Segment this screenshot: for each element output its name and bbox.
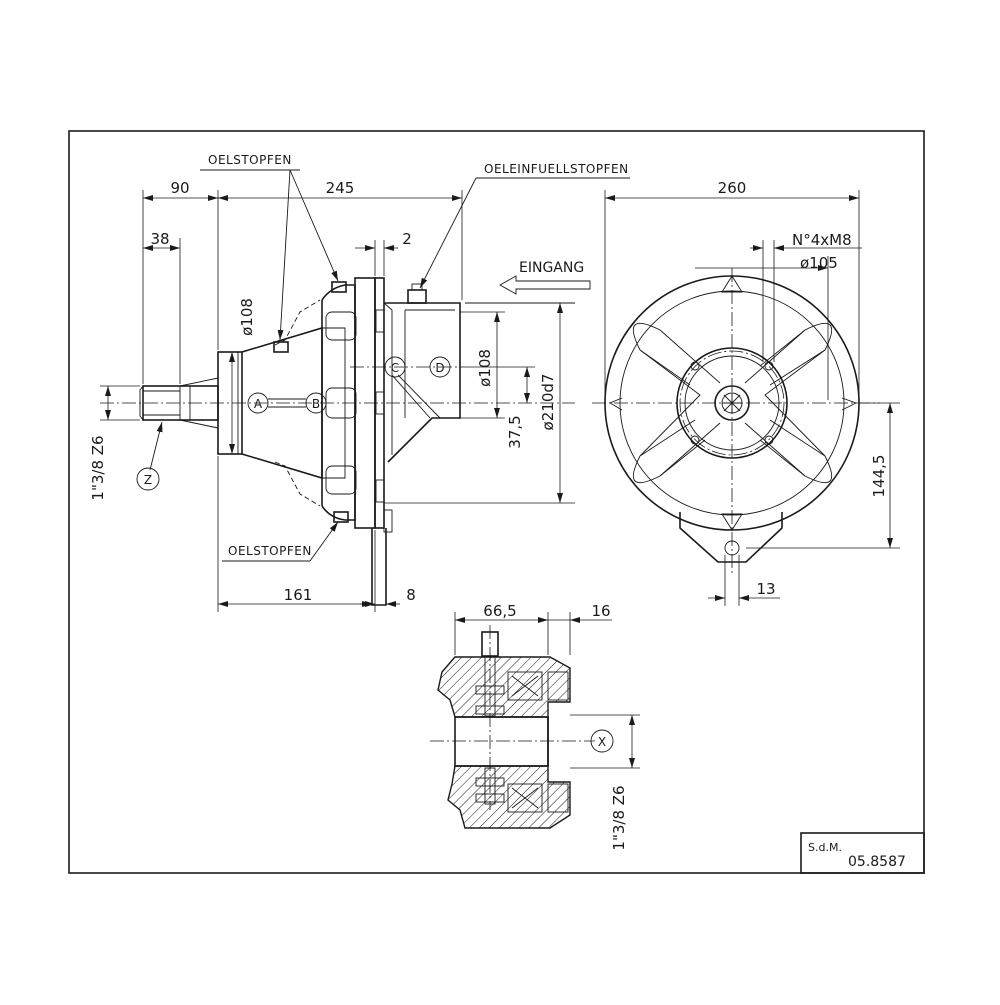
dim-phi105: ø105 (800, 254, 838, 272)
bubble-z (136, 467, 160, 491)
dim-245: 245 (326, 179, 355, 197)
dim-2: 2 (402, 230, 412, 248)
dim-90: 90 (170, 179, 189, 197)
bubble-a-label: A (254, 397, 263, 411)
bubble-x-label: X (598, 735, 606, 749)
inner-plug (273, 341, 289, 353)
oelstopfen-top-label: OELSTOPFEN (208, 153, 292, 167)
oelstopfen-bottom-label: OELSTOPFEN (228, 544, 312, 558)
dim-shaft-right: 1"3/8 Z6 (610, 785, 628, 850)
dim-phi108-left: ø108 (238, 298, 256, 336)
dim-phi210d7: ø210d7 (539, 374, 557, 431)
title-block: S.d.M. 05.8587 (800, 832, 925, 874)
dim-260: 260 (718, 179, 747, 197)
front-view: 260 N°4xM8 ø105 144,5 13 (592, 179, 900, 606)
bubble-b-label: B (312, 397, 320, 411)
dim-38: 38 (150, 230, 169, 248)
dim-8: 8 (406, 586, 416, 604)
shaft-bore (714, 385, 750, 421)
bubble-a (247, 392, 269, 414)
label-n4xm8: N°4xM8 (792, 231, 852, 249)
dim-shaft-left: 1"3/8 Z6 (89, 435, 107, 500)
side-view: A B C D EINGANG 90 245 38 2 (89, 153, 630, 612)
drawing-frame (68, 130, 925, 874)
eingang-label: EINGANG (519, 260, 584, 276)
bottom-support (679, 512, 783, 563)
bubble-z-label: Z (144, 473, 152, 487)
oeleinfuellstopfen-label: OELEINFUELLSTOPFEN (484, 162, 629, 176)
dim-phi108-mid: ø108 (476, 349, 494, 387)
bottom-plug (333, 511, 349, 523)
input-arrow: EINGANG (499, 260, 591, 295)
title-sdm: S.d.M. (808, 841, 842, 854)
bubble-d-label: D (435, 361, 444, 375)
dim-13: 13 (756, 580, 775, 598)
title-number: 05.8587 (848, 854, 906, 870)
dim-37-5: 37,5 (506, 415, 524, 448)
dim-16: 16 (591, 602, 610, 620)
section-detail: 66,5 16 X 1"3/8 Z6 (430, 602, 640, 851)
dim-66-5: 66,5 (483, 602, 516, 620)
flange (354, 277, 393, 606)
top-plug (331, 281, 347, 293)
dim-144-5: 144,5 (870, 455, 888, 498)
bubble-b (305, 392, 327, 414)
bubble-c-label: C (391, 361, 399, 375)
dim-161: 161 (284, 586, 313, 604)
bubble-x (590, 729, 614, 753)
